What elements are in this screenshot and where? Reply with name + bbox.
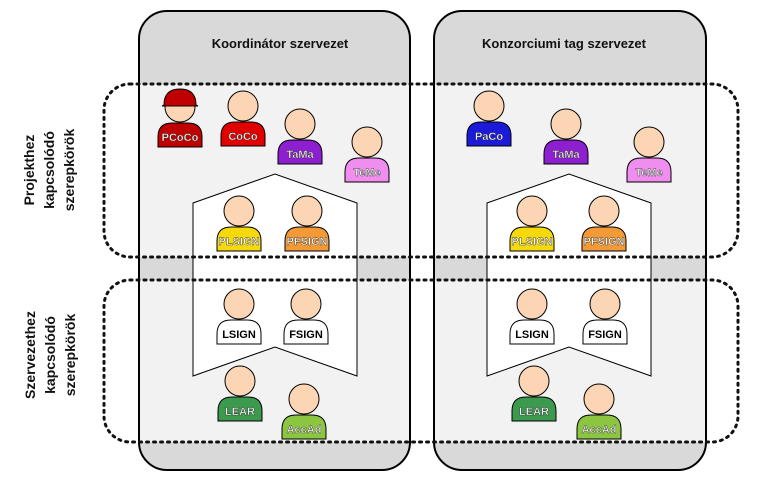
organization-label-line-2: kapcsolódó: [42, 316, 58, 394]
person-coordinator-lear: LEAR: [217, 365, 263, 422]
person-member-tama: TaMa: [543, 108, 589, 165]
role-label: AccAd: [582, 424, 617, 436]
coordinator-org-title: Koordinátor szervezet: [194, 21, 366, 65]
person-head: [550, 108, 582, 140]
organization-label-line-3: szerepkörök: [62, 313, 78, 397]
person-coordinator-pcoco: PCoCo: [157, 88, 203, 148]
role-label: PaCo: [475, 131, 503, 143]
person-member-lear: LEAR: [511, 365, 557, 422]
person-member-paco: PaCo: [466, 90, 512, 147]
person-body: [576, 414, 622, 440]
person-head: [288, 383, 320, 415]
role-label: PCoCo: [162, 132, 199, 144]
person-head: [633, 126, 665, 158]
person-member-pfsign: PFSIGN: [581, 195, 627, 252]
member-org-title: Konzorciumi tag szervezet: [469, 21, 659, 65]
role-label: TeMe: [353, 167, 380, 179]
project-label-line-1: Projekthez: [21, 134, 37, 206]
person-head: [291, 195, 323, 227]
person-body: [511, 396, 557, 422]
role-label: LSIGN: [515, 329, 549, 341]
role-label: LEAR: [519, 406, 549, 418]
role-label: FSIGN: [588, 329, 622, 341]
role-label: AccAd: [287, 424, 322, 436]
person-body: [626, 157, 672, 183]
person-head: [290, 288, 322, 320]
role-label: LEAR: [225, 406, 255, 418]
member-signatory-chevron: [486, 173, 652, 377]
role-label: FSIGN: [289, 329, 323, 341]
role-label: TaMa: [286, 149, 314, 161]
person-head: [223, 288, 255, 320]
person-body: [220, 121, 266, 147]
person-body: [284, 226, 330, 252]
person-body: [216, 226, 262, 252]
person-body: [509, 226, 555, 252]
person-member-plsign: PLSIGN: [509, 195, 555, 252]
person-coordinator-tama: TaMa: [277, 108, 323, 165]
person-head: [516, 288, 548, 320]
person-head: [518, 365, 550, 397]
person-coordinator-teme: TeMe: [344, 126, 390, 183]
role-label: PLSIGN: [219, 236, 260, 248]
person-body: [581, 226, 627, 252]
organization-roles-row: [102, 278, 740, 444]
role-label: PFSIGN: [584, 236, 625, 248]
person-head: [583, 383, 615, 415]
person-coordinator-lsign: LSIGN: [216, 288, 262, 345]
person-member-fsign: FSIGN: [582, 288, 628, 345]
project-label-line-3: szerepkörök: [61, 128, 77, 212]
person-head: [516, 195, 548, 227]
person-coordinator-coco: CoCo: [220, 90, 266, 147]
role-label: TeMe: [635, 167, 662, 179]
role-label: PLSIGN: [512, 236, 553, 248]
coordinator-signatory-chevron: [192, 173, 358, 377]
person-body: [281, 414, 327, 440]
person-member-teme: TeMe: [626, 126, 672, 183]
person-head: [588, 195, 620, 227]
organization-roles-label: Szervezethez kapcsolódó szerepkörök: [20, 293, 80, 417]
person-coordinator-accad: AccAd: [281, 383, 327, 440]
person-head: [351, 126, 383, 158]
person-body: [344, 157, 390, 183]
person-head: [473, 90, 505, 122]
person-body: [582, 319, 628, 345]
hat-icon: [161, 88, 199, 107]
person-body: [277, 139, 323, 165]
person-body: [509, 319, 555, 345]
person-coordinator-plsign: PLSIGN: [216, 195, 262, 252]
person-head: [224, 365, 256, 397]
person-head: [284, 108, 316, 140]
person-body: [216, 319, 262, 345]
project-label-line-2: kapcsolódó: [41, 131, 57, 209]
project-roles-label: Projekthez kapcsolódó szerepkörök: [19, 110, 79, 230]
person-body: [217, 396, 263, 422]
role-label: PFSIGN: [287, 236, 328, 248]
person-head: [223, 195, 255, 227]
person-body: [543, 139, 589, 165]
organization-label-line-1: Szervezethez: [22, 311, 38, 399]
person-coordinator-fsign: FSIGN: [283, 288, 329, 345]
person-head: [589, 288, 621, 320]
person-member-accad: AccAd: [576, 383, 622, 440]
role-label: LSIGN: [222, 329, 256, 341]
person-coordinator-pfsign: PFSIGN: [284, 195, 330, 252]
role-label: CoCo: [228, 131, 258, 143]
person-head: [227, 90, 259, 122]
person-member-lsign: LSIGN: [509, 288, 555, 345]
person-body: [283, 319, 329, 345]
person-body: [157, 122, 203, 148]
role-label: TaMa: [552, 149, 580, 161]
person-body: [466, 121, 512, 147]
